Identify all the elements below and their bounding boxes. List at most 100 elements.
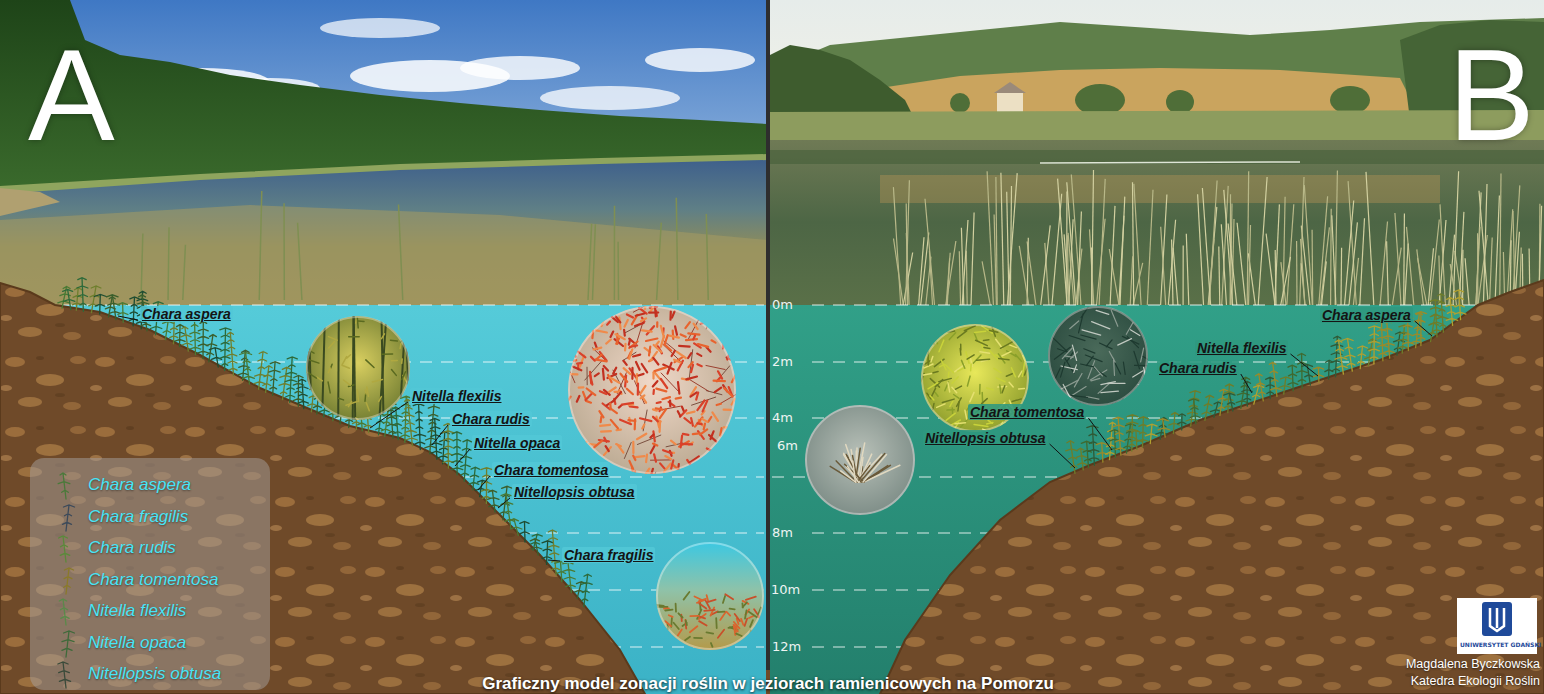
reed	[1198, 194, 1204, 305]
reed	[1068, 233, 1074, 305]
reed	[1495, 196, 1499, 306]
inset-detail	[994, 368, 1001, 372]
inset-detail	[636, 362, 640, 370]
reed	[1041, 225, 1051, 305]
inset-detail	[620, 420, 631, 425]
inset-detail	[702, 419, 707, 422]
charophyte-plant	[209, 348, 221, 367]
inset-detail	[970, 364, 972, 371]
charophyte-plant	[404, 399, 417, 446]
charophyte-plant	[189, 317, 201, 355]
inset-rim	[1049, 307, 1147, 405]
inset-detail	[734, 622, 740, 628]
reed	[1440, 204, 1445, 305]
inset-detail	[715, 388, 722, 393]
inset-detail	[694, 324, 698, 329]
inset-detail	[979, 385, 981, 395]
inset-detail	[688, 378, 709, 391]
inset-detail	[609, 404, 612, 410]
inset-detail	[693, 432, 700, 435]
reed	[1007, 173, 1017, 305]
inset-detail	[946, 365, 954, 373]
inset-detail	[640, 418, 651, 421]
inset-detail	[642, 364, 648, 372]
inset-detail	[1070, 321, 1079, 329]
inset-detail	[967, 376, 970, 386]
inset-detail	[627, 314, 633, 317]
inset-detail	[670, 336, 679, 338]
legend-item: Nitella opaca	[30, 628, 270, 658]
inset-detail	[746, 597, 756, 600]
inset-detail	[989, 330, 997, 332]
inset-detail	[711, 608, 715, 616]
sky	[770, 0, 1544, 142]
credit-text: Katedra Ekologii Roślin	[1411, 673, 1540, 689]
inset-detail	[736, 634, 742, 636]
legend-icon	[54, 628, 78, 658]
ripple	[1040, 162, 1300, 163]
charophyte-plant	[1369, 326, 1381, 364]
inset-detail	[331, 364, 332, 368]
reed	[1228, 224, 1237, 306]
reeds	[893, 170, 1541, 305]
reed	[946, 241, 956, 305]
inset-detail	[653, 431, 654, 441]
reed	[1387, 241, 1389, 305]
inset-detail	[656, 342, 659, 345]
charophyte-plant	[220, 328, 232, 371]
legend-icon	[54, 533, 78, 563]
reed	[1186, 234, 1189, 305]
inset-detail	[676, 397, 681, 400]
inset-detail	[624, 443, 631, 459]
reed	[1476, 227, 1480, 305]
inset-detail	[390, 339, 397, 341]
inset-detail	[611, 420, 618, 428]
inset-detail	[937, 404, 945, 408]
inset-detail	[712, 340, 716, 342]
charophyte-plant	[107, 295, 121, 320]
charophyte-plant	[425, 398, 440, 454]
reed	[1403, 214, 1405, 306]
inset-detail	[652, 390, 655, 394]
lake-photo-a	[0, 0, 768, 305]
inset-detail	[337, 316, 340, 420]
reed	[1287, 204, 1294, 305]
inset-detail	[1118, 339, 1132, 346]
reed	[1071, 175, 1081, 306]
reed	[1091, 247, 1093, 305]
inset-detail	[382, 334, 385, 339]
reed	[925, 199, 935, 305]
photo-inset	[1048, 302, 1153, 410]
inset-detail	[402, 372, 406, 380]
inset-detail	[623, 330, 626, 336]
inset-detail	[329, 342, 335, 349]
reed	[1078, 212, 1082, 306]
charophyte-plant	[77, 278, 88, 312]
photo-inset	[306, 316, 410, 423]
inset-detail	[960, 344, 962, 350]
tree	[950, 93, 970, 113]
inset-detail	[661, 373, 678, 391]
inset-detail	[344, 380, 351, 385]
inset-detail	[942, 399, 954, 402]
inset-detail	[682, 407, 684, 412]
inset-detail	[661, 379, 667, 388]
reed	[1202, 188, 1210, 305]
inset-detail	[727, 612, 731, 616]
inset-detail	[976, 340, 988, 345]
divider	[766, 0, 770, 670]
inset-detail	[655, 605, 664, 606]
legend-item: Chara rudis	[30, 533, 270, 563]
inset-detail	[734, 625, 736, 635]
charophyte-plant	[1358, 346, 1368, 369]
charophyte-plant	[1202, 395, 1214, 420]
inset-detail	[681, 436, 683, 448]
legend-icon	[54, 565, 78, 595]
inset-detail	[933, 372, 938, 373]
reed	[919, 237, 924, 305]
inset-detail	[631, 368, 633, 379]
inset-detail	[688, 333, 699, 334]
reed	[959, 251, 960, 305]
charophyte-plant	[1313, 367, 1324, 382]
reed	[1237, 223, 1246, 305]
